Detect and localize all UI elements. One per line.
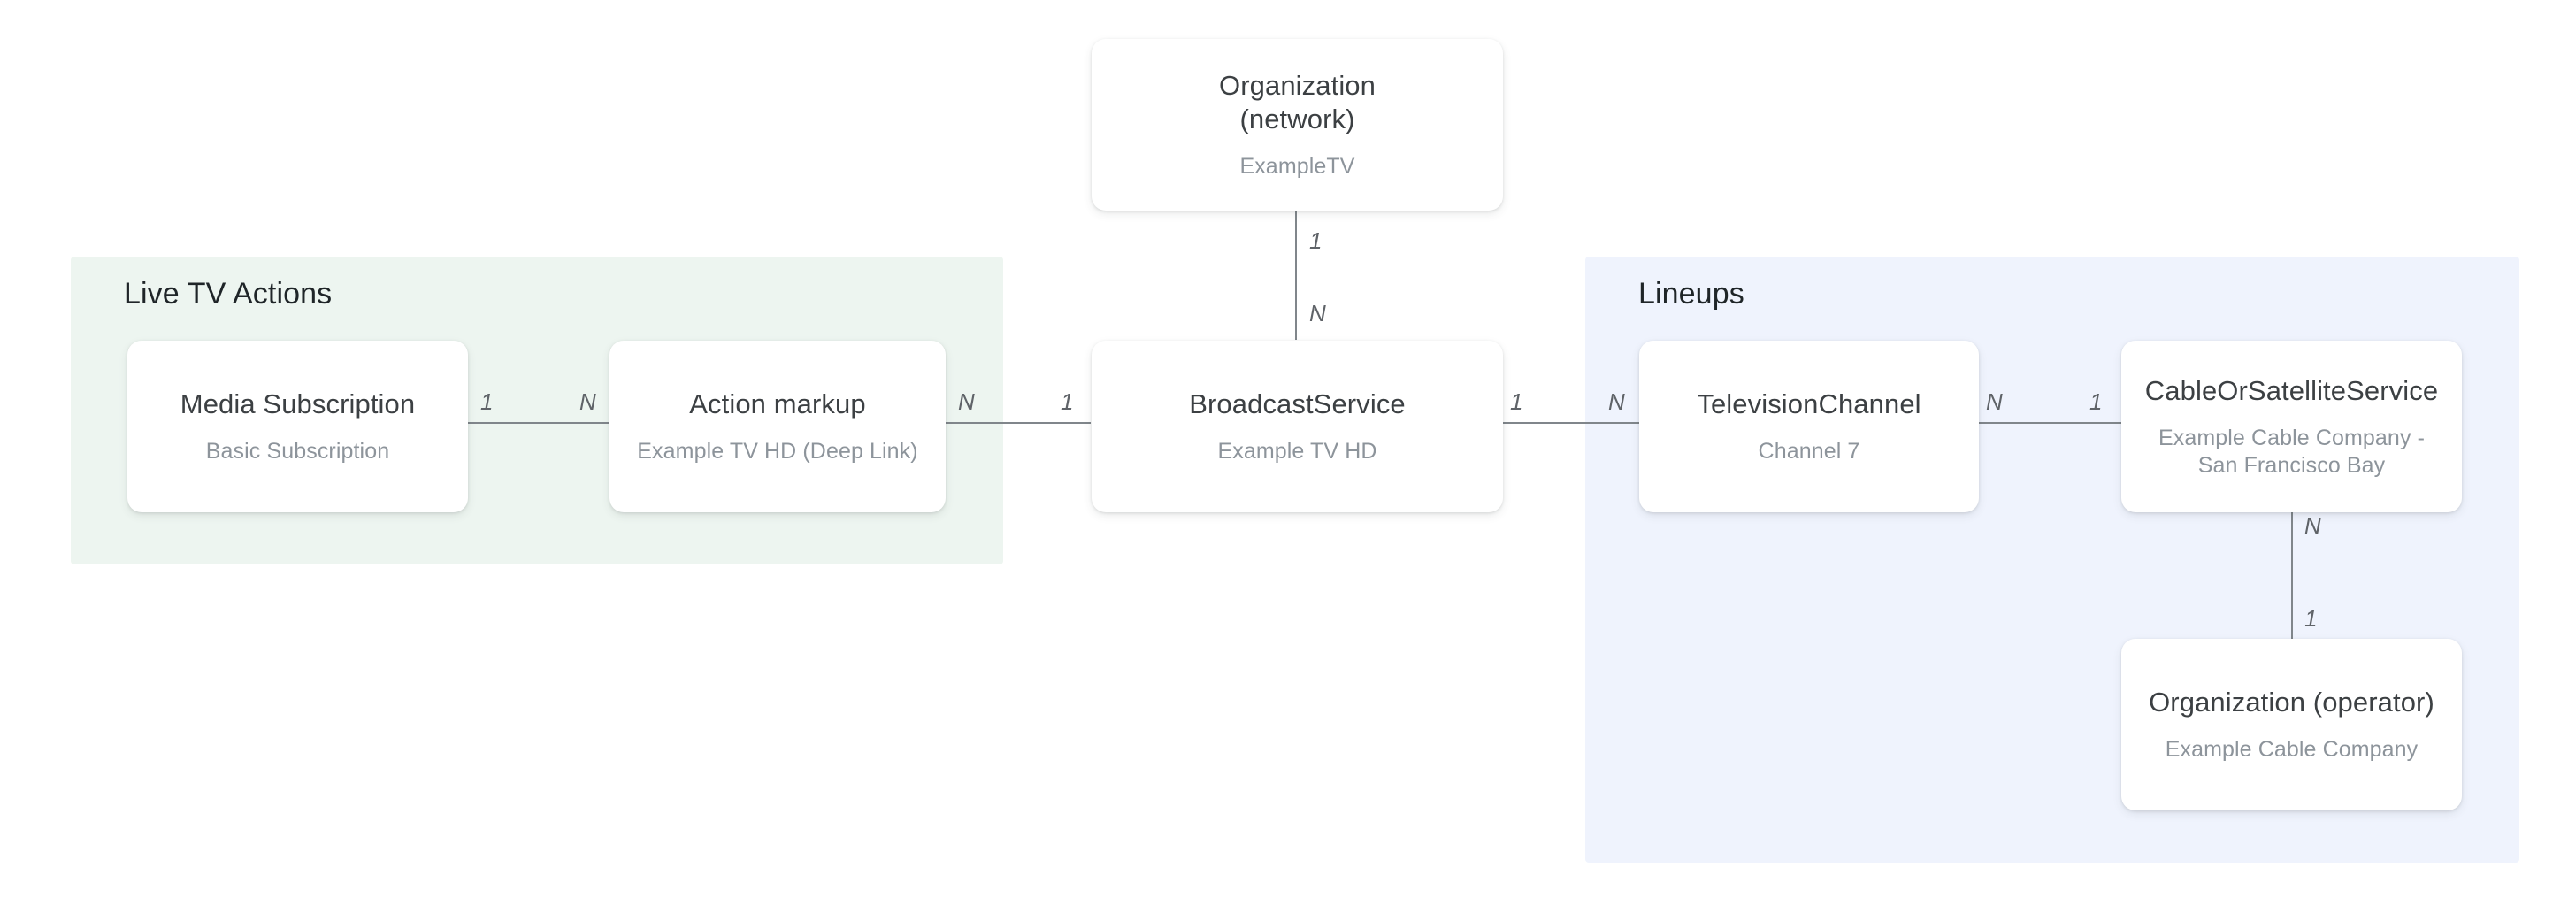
edge-label-organization-operator-in: 1 xyxy=(2304,605,2318,632)
group-title-lineups: Lineups xyxy=(1638,277,1744,311)
node-subtitle: Example TV HD (Deep Link) xyxy=(637,439,918,464)
node-broadcast-service[interactable]: BroadcastService Example TV HD xyxy=(1092,341,1503,512)
node-title: CableOrSatelliteService xyxy=(2144,374,2439,406)
node-media-subscription[interactable]: Media Subscription Basic Subscription xyxy=(127,341,468,512)
node-title: Organization (network) xyxy=(1219,70,1376,134)
node-action-markup[interactable]: Action markup Example TV HD (Deep Link) xyxy=(610,341,946,512)
edge-label-broadcast-service-in-left: 1 xyxy=(1061,388,1074,415)
node-organization-operator[interactable]: Organization (operator) Example Cable Co… xyxy=(2121,639,2462,810)
edge-line-media-subscription-to-action-markup xyxy=(467,422,610,424)
edge-line-television-channel-to-cable-or-satellite-service xyxy=(1975,422,2122,424)
edge-label-cable-or-satellite-service-in-left: 1 xyxy=(2089,388,2103,415)
edge-label-action-markup-in: N xyxy=(579,388,596,415)
edge-label-media-subscription-out: 1 xyxy=(480,388,494,415)
edge-line-broadcast-service-to-television-channel xyxy=(1499,422,1640,424)
node-title: Action markup xyxy=(689,388,866,419)
edge-label-television-channel-in: N xyxy=(1608,388,1625,415)
edge-line-cable-or-satellite-service-to-organization-operator xyxy=(2291,509,2293,640)
edge-label-broadcast-service-out-right: 1 xyxy=(1510,388,1523,415)
node-cable-or-satellite-service[interactable]: CableOrSatelliteService Example Cable Co… xyxy=(2121,341,2462,512)
node-subtitle: Basic Subscription xyxy=(205,439,390,464)
node-subtitle: Example Cable Company xyxy=(2165,737,2419,762)
edge-line-action-markup-to-broadcast-service xyxy=(945,422,1091,424)
node-television-channel[interactable]: TelevisionChannel Channel 7 xyxy=(1639,341,1979,512)
node-subtitle: Example TV HD xyxy=(1217,439,1377,464)
edge-line-organization-network-to-broadcast-service xyxy=(1295,211,1297,340)
edge-label-broadcast-service-in-top: N xyxy=(1309,300,1326,326)
edge-label-action-markup-out: N xyxy=(958,388,975,415)
node-subtitle: Example Cable Company - San Francisco Ba… xyxy=(2158,425,2426,478)
node-title: Organization (operator) xyxy=(2149,687,2434,718)
group-title-live-tv-actions: Live TV Actions xyxy=(124,277,333,311)
node-title: TelevisionChannel xyxy=(1697,388,1921,419)
node-subtitle: ExampleTV xyxy=(1239,154,1355,179)
edge-label-organization-network-out: 1 xyxy=(1309,227,1322,254)
node-title: BroadcastService xyxy=(1189,388,1406,419)
edge-label-television-channel-out: N xyxy=(1986,388,2003,415)
edge-label-cable-or-satellite-service-out-bottom: N xyxy=(2304,512,2321,539)
node-subtitle: Channel 7 xyxy=(1758,439,1860,464)
node-title: Media Subscription xyxy=(180,388,416,419)
node-organization-network[interactable]: Organization (network) ExampleTV xyxy=(1092,39,1503,211)
